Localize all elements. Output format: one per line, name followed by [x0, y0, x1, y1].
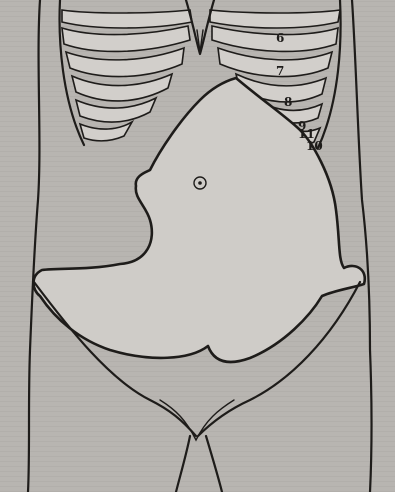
body-outline-right: [352, 0, 372, 492]
rib-label-8: 8: [284, 95, 292, 109]
rib-label-7: 7: [276, 64, 284, 78]
rib-label-10: 10: [306, 139, 323, 153]
body-outline-left: [28, 0, 40, 492]
rib-cage-left: [60, 0, 192, 145]
rib-label-11: 11: [298, 127, 315, 141]
pubic-fold: [160, 400, 234, 440]
pubic-cleft: [176, 436, 222, 492]
rib-label-6: 6: [276, 31, 284, 45]
navel-dot: [198, 181, 202, 185]
sternum: [186, 0, 214, 54]
abdominal-mass: [34, 78, 365, 362]
